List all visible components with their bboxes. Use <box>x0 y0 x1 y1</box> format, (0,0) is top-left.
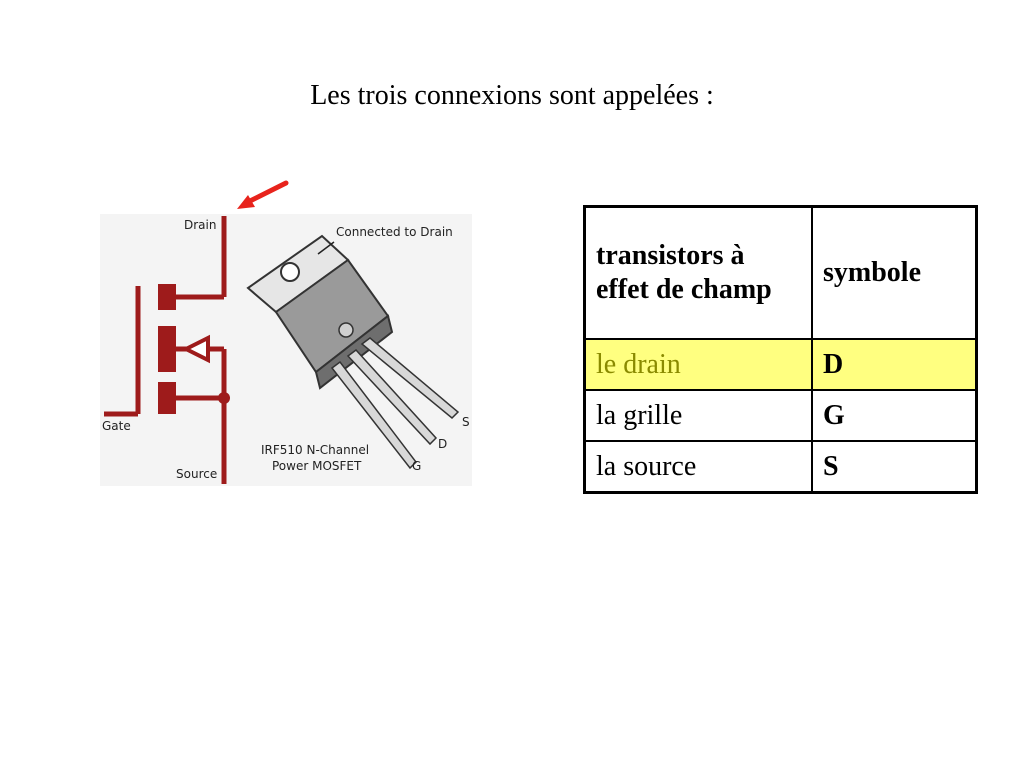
connected-to-drain-label: Connected to Drain <box>336 225 453 239</box>
mosfet-diagram: Drain Gate Source Connected to Drain S D… <box>100 176 500 496</box>
header-symbol: symbole <box>811 205 978 340</box>
mosfet-diagram-svg: Drain Gate Source Connected to Drain S D… <box>100 180 472 486</box>
mosfet-package-drawing <box>246 234 460 470</box>
term-name: la source <box>583 440 813 494</box>
term-name: le drain <box>583 338 813 391</box>
pin-s-label: S <box>462 415 470 429</box>
term-symbol: D <box>811 338 978 391</box>
term-name: la grille <box>583 389 813 442</box>
pin-g-label: G <box>412 459 421 473</box>
table-row: la grille G <box>583 389 978 442</box>
part-number-line1: IRF510 N-Channel <box>261 443 369 457</box>
table-row: le drain D <box>583 338 978 391</box>
table-row: la source S <box>583 440 978 494</box>
slide-title: Les trois connexions sont appelées : <box>310 80 714 111</box>
drain-label: Drain <box>184 218 216 232</box>
gate-label: Gate <box>102 419 131 433</box>
table-header-row: transistors à effet de champ symbole <box>583 205 978 340</box>
term-symbol: S <box>811 440 978 494</box>
header-term: transistors à effet de champ <box>583 205 813 340</box>
terms-table: transistors à effet de champ symbole le … <box>583 205 978 494</box>
red-arrow-icon <box>237 180 289 209</box>
pin-d-label: D <box>438 437 447 451</box>
source-label: Source <box>176 467 217 481</box>
mosfet-symbol <box>104 216 230 484</box>
part-number-line2: Power MOSFET <box>272 459 362 473</box>
term-symbol: G <box>811 389 978 442</box>
